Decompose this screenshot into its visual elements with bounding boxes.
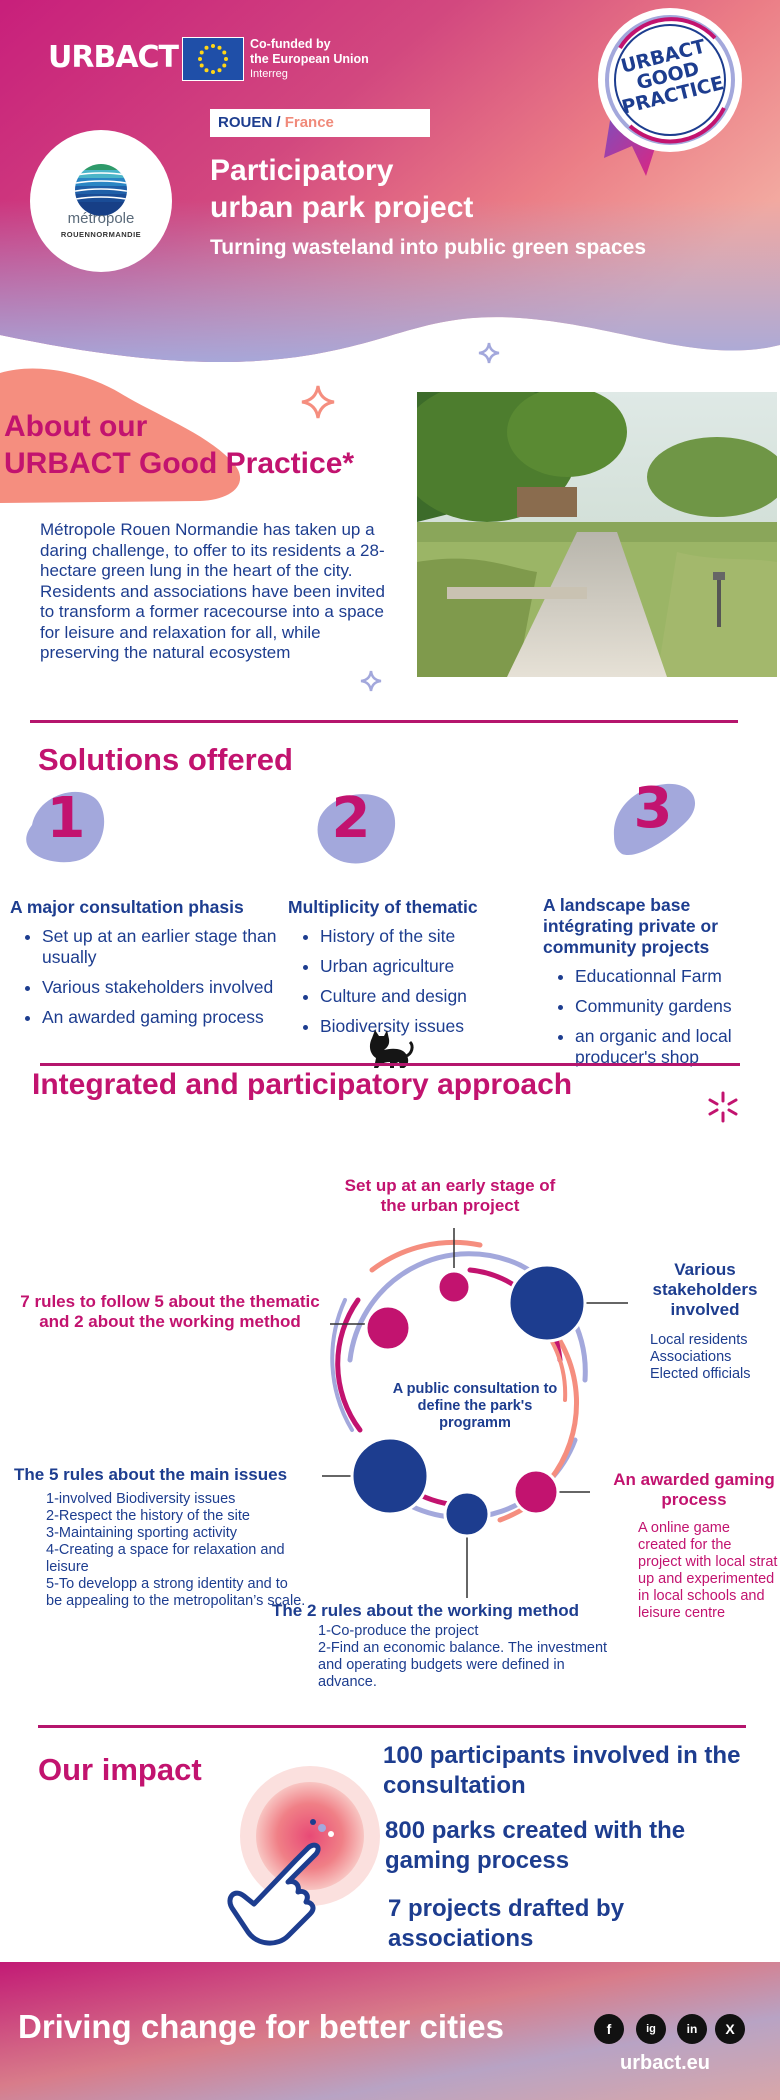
location-separator: /: [276, 114, 281, 131]
solution-number: 1: [46, 786, 86, 851]
list-item: 4-Creating a space for relaxation and le…: [46, 1542, 285, 1575]
partner-logo: [30, 130, 172, 272]
list-item: 2-Find an economic balance. The investme…: [318, 1640, 608, 1690]
city-name: ROUEN: [218, 114, 273, 131]
solution-heading: Multiplicity of thematic: [288, 897, 478, 917]
gaming-title: An awarded gaming process: [613, 1470, 775, 1509]
cofunded-text: Co-funded by the European Union Interreg: [250, 37, 369, 82]
list-item: 3-Maintaining sporting activity: [46, 1525, 238, 1541]
urbact-logo: URBACT: [48, 40, 179, 75]
instagram-icon[interactable]: ig: [636, 2014, 666, 2044]
list-item: Educationnal Farm: [575, 966, 773, 987]
cat-icon: [369, 1030, 414, 1068]
list-item: History of the site: [320, 926, 528, 947]
title-line1: Participatory: [210, 154, 394, 187]
seven-rules-label: 7 rules to follow 5 about the thematic a…: [20, 1292, 320, 1331]
cofunded-line1: Co-funded by: [250, 37, 331, 51]
solution-column-3: A landscape base intégrating private or …: [543, 895, 773, 1077]
list-item: 1-involved Biodiversity issues: [46, 1491, 236, 1507]
country-name: France: [284, 114, 334, 131]
park-photo: [417, 392, 777, 677]
page-title: Participatory urban park project: [210, 152, 570, 226]
two-rules-block: The 2 rules about the working method 1-C…: [272, 1601, 632, 1691]
eu-flag-icon: [182, 37, 244, 81]
solution-number: 3: [633, 776, 673, 841]
number-blob-shape: [613, 783, 696, 856]
section-divider: [40, 1063, 740, 1066]
solution-heading: A landscape base intégrating private or …: [543, 895, 719, 957]
approach-diagram: [322, 1228, 628, 1598]
globe-icon: [75, 164, 127, 216]
solution-list: Set up at an earlier stage than usually …: [10, 926, 290, 1028]
stakeholders-block: Various stakeholders involved Local resi…: [630, 1260, 780, 1383]
sparkle-burst-icon: [708, 1091, 738, 1123]
about-title-line1: About our: [4, 410, 148, 443]
list-item: Urban agriculture: [320, 956, 528, 977]
footer-url-link[interactable]: urbact.eu: [620, 2052, 711, 2074]
stakeholders-title: Various stakeholders involved: [652, 1260, 758, 1319]
section-divider: [38, 1725, 746, 1728]
x-twitter-icon[interactable]: X: [715, 2014, 745, 2044]
list-item: Elected officials: [650, 1366, 751, 1382]
impact-title: Our impact: [38, 1752, 202, 1787]
good-practice-badge: [598, 8, 742, 176]
about-description: Métropole Rouen Normandie has taken up a…: [40, 520, 385, 662]
partner-logo-text: métropole: [67, 210, 135, 227]
list-item: Community gardens: [575, 996, 773, 1017]
list-item: 2-Respect the history of the site: [46, 1508, 250, 1524]
about-title-line2: URBACT Good Practice*: [4, 447, 355, 480]
gaming-text: A online game created for the project wi…: [638, 1520, 778, 1621]
solution-list: Educationnal Farm Community gardens an o…: [543, 966, 773, 1068]
hand-tap-icon: [227, 1766, 380, 1946]
solution-number: 2: [331, 786, 371, 851]
cofunded-line2: the European Union: [250, 52, 369, 66]
five-rules-title: The 5 rules about the main issues: [14, 1465, 288, 1484]
number-blob-shape: [26, 791, 105, 863]
list-item: an organic and local producer's shop: [575, 1026, 773, 1068]
partner-logo-sub: ROUENNORMANDIE: [60, 230, 142, 239]
two-rules-list: 1-Co-produce the project 2-Find an econo…: [272, 1623, 618, 1691]
impact-stat: 7 projects drafted by associations: [388, 1895, 625, 1952]
about-title: About our URBACT Good Practice*: [4, 408, 414, 482]
number-blob-shape: [317, 794, 396, 864]
list-item: 1-Co-produce the project: [318, 1623, 479, 1639]
list-item: 5-To developp a strong identity and to b…: [46, 1576, 306, 1609]
solution-column-2: Multiplicity of thematic History of the …: [288, 897, 528, 1046]
impact-stat: 100 participants involved in the consult…: [383, 1742, 741, 1799]
facebook-icon[interactable]: f: [594, 2014, 624, 2044]
list-item: Local residents: [650, 1332, 748, 1348]
solution-column-1: A major consultation phasis Set up at an…: [10, 897, 290, 1037]
footer-title: Driving change for better cities: [18, 2008, 504, 2045]
list-item: Set up at an earlier stage than usually: [42, 926, 290, 968]
list-item: Various stakeholders involved: [42, 977, 290, 998]
five-rules-block: The 5 rules about the main issues 1-invo…: [14, 1465, 334, 1610]
gaming-block: An awarded gaming process A online game …: [610, 1470, 778, 1622]
two-rules-title: The 2 rules about the working method: [272, 1601, 579, 1620]
page-subtitle: Turning wasteland into public green spac…: [210, 236, 647, 259]
solution-heading: A major consultation phasis: [10, 897, 244, 917]
list-item: An awarded gaming process: [42, 1007, 290, 1028]
impact-stat: 800 parks created with the gaming proces…: [385, 1817, 686, 1874]
sparkle-icon: [478, 342, 500, 364]
linkedin-icon[interactable]: in: [677, 2014, 707, 2044]
approach-title: Integrated and participatory approach: [32, 1068, 573, 1101]
early-stage-label: Set up at an early stage of the urban pr…: [344, 1176, 556, 1215]
list-item: Associations: [650, 1349, 732, 1365]
cofunded-sub: Interreg: [250, 68, 288, 80]
solution-list: History of the site Urban agriculture Cu…: [288, 926, 528, 1037]
sparkle-icon: [301, 385, 335, 419]
title-line2: urban park project: [210, 191, 474, 224]
five-rules-list: 1-involved Biodiversity issues 2-Respect…: [14, 1491, 306, 1610]
solutions-title: Solutions offered: [38, 742, 293, 777]
list-item: Culture and design: [320, 986, 528, 1007]
stakeholders-list: Local residents Associations Elected off…: [630, 1332, 780, 1383]
list-item: Biodiversity issues: [320, 1016, 528, 1037]
diagram-center-text: A public consultation to define the park…: [392, 1381, 558, 1431]
location-label: ROUEN / France: [210, 109, 430, 137]
coral-blob-shape: [0, 368, 241, 503]
section-divider: [30, 720, 738, 723]
header-background: [0, 0, 780, 363]
sparkle-icon: [360, 670, 382, 692]
